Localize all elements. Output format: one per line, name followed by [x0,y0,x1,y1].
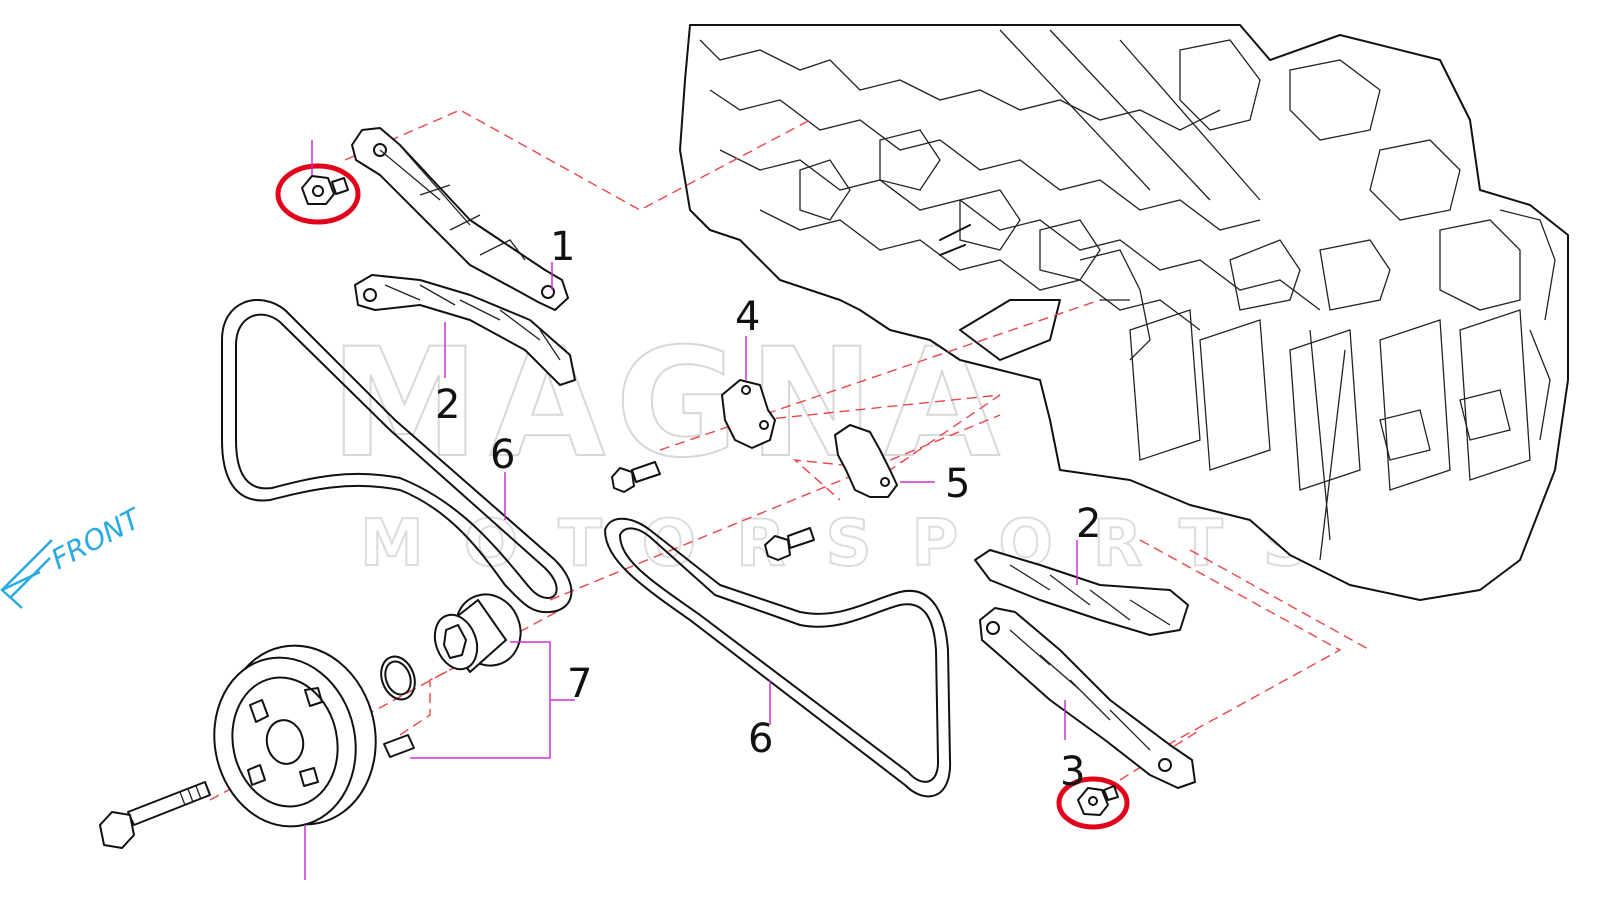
callout-part-1: 1 [550,224,575,270]
crank-pulley [213,644,377,828]
callout-part-2-lower: 2 [1076,501,1101,547]
part-2-lower-tensioner-arm [974,549,1189,636]
front-direction-indicator: FRONT [0,501,148,609]
part-1-chain-guide [351,127,569,311]
tensioner-bolt-lower [764,527,815,561]
guide-bolt-upper-highlighted [275,163,361,225]
part-6-right-timing-chain [604,517,952,798]
part-4-chain-tensioner [721,379,776,449]
callout-part-6-right: 6 [748,716,773,762]
watermark-line1: MAGNA [330,317,1010,491]
front-label: FRONT [46,501,148,576]
callout-part-5: 5 [945,461,970,507]
leader-lines [304,140,1078,880]
callout-part-6-left: 6 [490,432,515,478]
crank-bolt [99,781,211,849]
callout-part-7: 7 [567,661,592,707]
part-5-chain-tensioner [834,424,898,498]
part-3-chain-guide [979,607,1196,789]
part-6-left-timing-chain [221,299,573,614]
front-arrow-icon [0,539,53,609]
watermark: MAGNA MOTORSPORTS [329,316,1310,582]
callout-numbers: 1 2 2 3 4 5 6 6 7 [435,224,1101,795]
callout-part-2-upper: 2 [435,382,460,428]
tensioner-bolt-upper [611,461,661,493]
callout-part-3: 3 [1060,749,1085,795]
engine-block [679,24,1569,601]
callout-part-4: 4 [735,294,760,340]
guide-bolt-lower-highlighted [1056,776,1130,830]
part-7-sprocket-assembly [380,593,522,758]
part-2-upper-tensioner-arm [354,274,576,386]
